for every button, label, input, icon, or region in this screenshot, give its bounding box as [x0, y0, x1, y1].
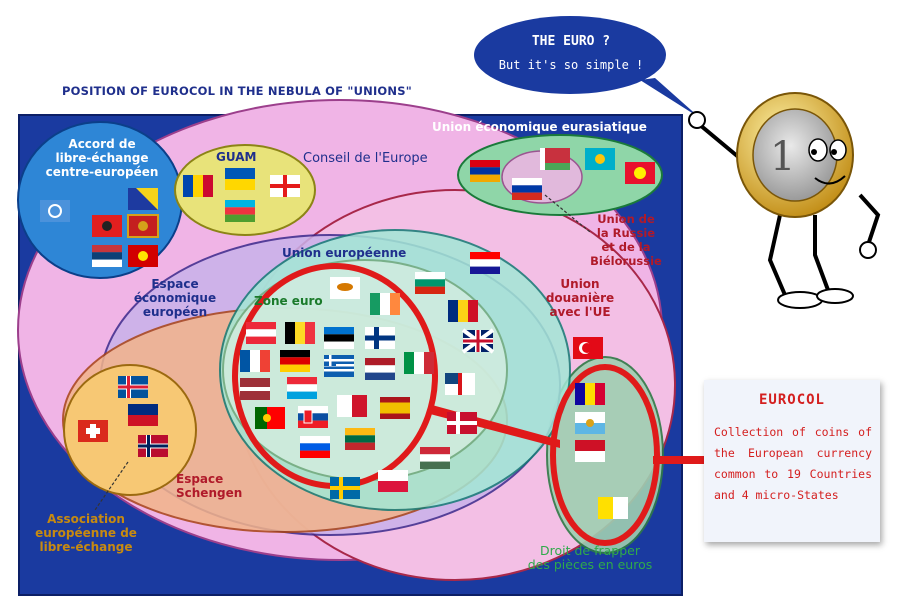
flag-andorra	[575, 383, 605, 405]
microstates-highlight	[550, 364, 660, 546]
flag-azerbaijan	[225, 200, 255, 222]
flag-romania	[448, 300, 478, 322]
label-european-union: Union européenne	[282, 246, 407, 260]
flag-bosnia	[128, 188, 158, 210]
flag-ukraine	[225, 168, 255, 190]
flag-italy	[404, 352, 434, 374]
flag-uk	[461, 328, 495, 354]
flag-belarus	[540, 148, 570, 170]
eurocol-title: EUROCOL	[758, 392, 825, 408]
flag-ireland	[370, 293, 400, 315]
flag-france	[240, 350, 270, 372]
flag-kyrgyzstan	[625, 162, 655, 184]
flag-lithuania-alt	[445, 373, 475, 395]
eurocol-description: Collection of coins of the European curr…	[714, 425, 872, 502]
flag-serbia	[92, 245, 122, 267]
label-guam: GUAM	[216, 150, 257, 164]
efta-region	[63, 364, 197, 496]
flag-albania	[92, 215, 122, 237]
flag-sweden	[330, 477, 360, 499]
euro-coin-mascot: 1	[688, 92, 881, 309]
eurocol-note: EUROCOL Collection of coins of the Europ…	[704, 380, 880, 542]
page-title: POSITION OF EUROCOL IN THE NEBULA OF "UN…	[62, 84, 412, 98]
flag-estonia	[324, 327, 354, 349]
bubble-line-2: But it's so simple !	[498, 58, 644, 72]
flag-montenegro	[127, 214, 159, 238]
flag-denmark	[447, 412, 477, 434]
note-connector	[653, 456, 705, 464]
flag-turkey	[573, 337, 603, 359]
flag-lithuania	[345, 428, 375, 450]
flag-spain	[380, 397, 410, 419]
flag-liechtenstein	[128, 404, 158, 426]
flag-croatia	[470, 252, 500, 274]
flag-switzerland	[78, 420, 108, 442]
flag-bulgaria	[415, 272, 445, 294]
flag-san-marino	[575, 412, 605, 434]
flag-russia	[512, 178, 542, 200]
flag-poland	[378, 470, 408, 492]
flag-greece	[324, 355, 354, 377]
flag-portugal	[255, 407, 285, 429]
flag-iceland	[118, 376, 148, 398]
flag-germany	[280, 350, 310, 372]
label-eurasian-union: Union économique eurasiatique	[432, 120, 647, 134]
flag-macedonia	[128, 245, 158, 267]
flag-georgia	[270, 175, 300, 197]
flag-hungary	[420, 447, 450, 469]
flag-malta	[337, 395, 367, 417]
flag-finland	[365, 327, 395, 349]
flag-monaco	[575, 440, 605, 462]
flag-vatican	[598, 497, 628, 519]
flag-norway	[138, 435, 168, 457]
svg-text:1: 1	[770, 134, 795, 180]
flag-slovenia	[300, 436, 330, 458]
label-council-of-europe: Conseil de l'Europe	[303, 151, 428, 166]
flag-cyprus	[330, 277, 360, 299]
label-eurozone: Zone euro	[254, 294, 323, 308]
bubble-line-1: THE EURO ?	[531, 34, 611, 49]
flag-latvia	[240, 378, 270, 400]
flag-kazakhstan	[585, 148, 615, 170]
flags	[40, 148, 655, 519]
flag-slovakia	[298, 406, 328, 428]
flag-netherlands	[365, 358, 395, 380]
speech-bubble	[474, 16, 700, 118]
flag-luxembourg	[287, 377, 317, 399]
flag-un	[40, 200, 70, 222]
flag-austria	[246, 322, 276, 344]
flag-belgium	[285, 322, 315, 344]
flag-moldova	[183, 175, 213, 197]
flag-armenia	[470, 160, 500, 182]
